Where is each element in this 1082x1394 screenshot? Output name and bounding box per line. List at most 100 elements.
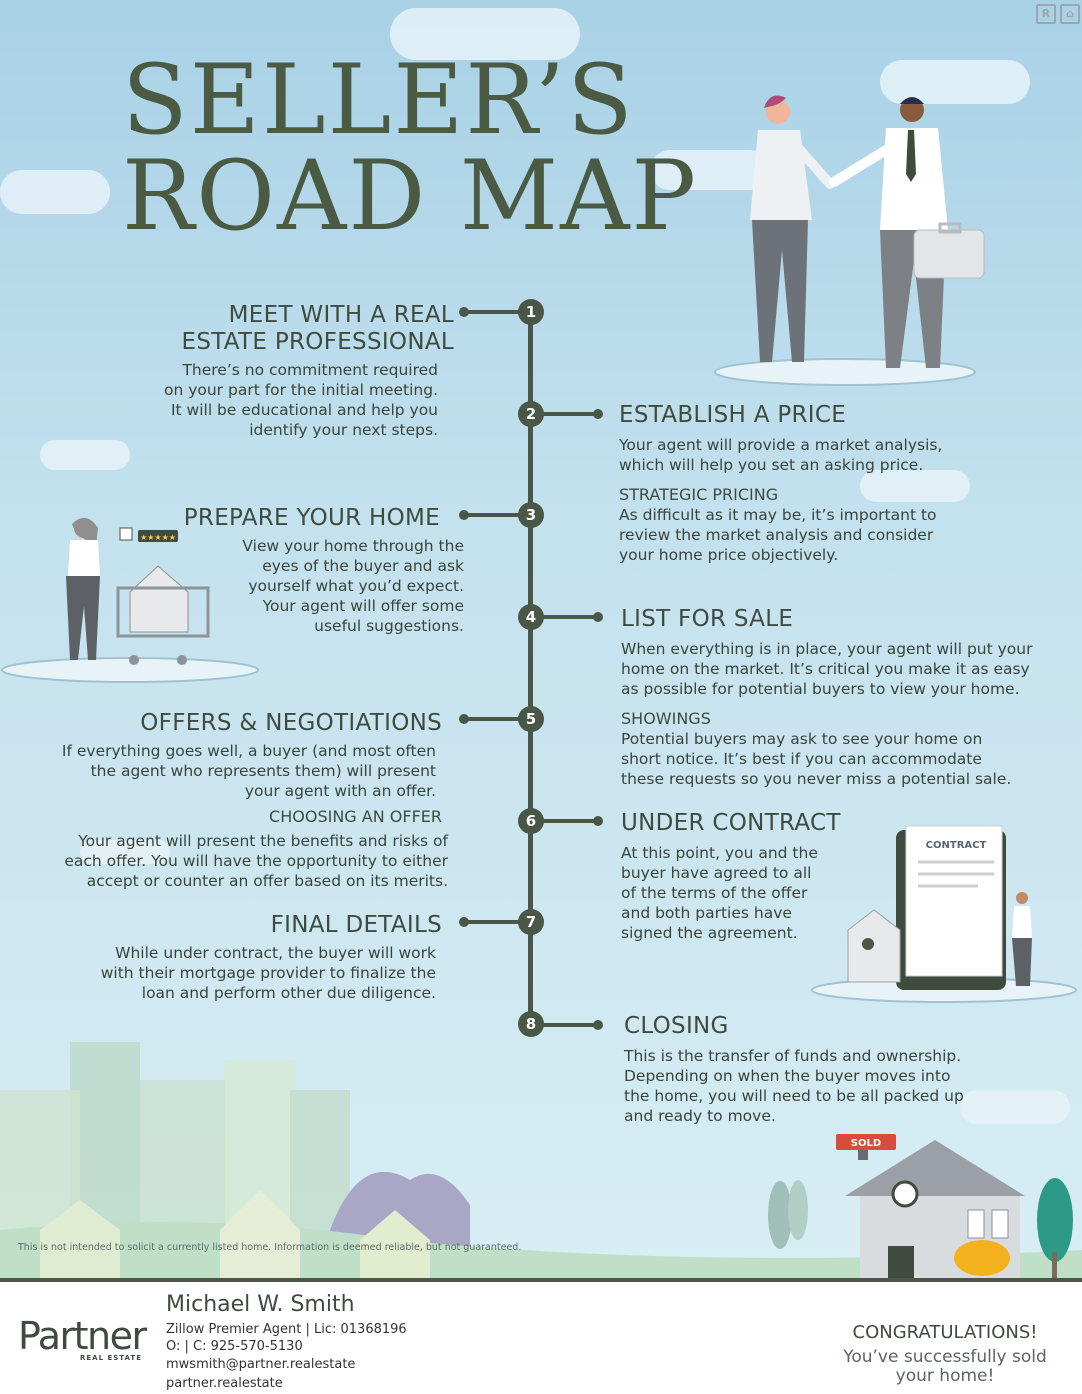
page-title: SELLER’S ROAD MAP: [122, 52, 698, 244]
platform-ellipse: [714, 358, 976, 386]
step-node-5: 5: [518, 706, 544, 732]
partner-logo: Partner: [18, 1314, 147, 1358]
step-node-3: 3: [518, 502, 544, 528]
body-line: Your agent will present the benefits and…: [78, 832, 448, 850]
step-5-subbody: Your agent will present the benefits and…: [40, 831, 448, 891]
step-2-subbody: As difficult as it may be, it’s importan…: [619, 505, 979, 565]
realtor-badge: R: [1036, 4, 1056, 24]
agent-email[interactable]: mwsmith@partner.realestate: [166, 1357, 356, 1372]
body-line: and ready to move.: [624, 1107, 776, 1125]
body-line: buyer have agreed to all: [621, 864, 812, 882]
connector-7: [466, 920, 522, 924]
step-node-1: 1: [518, 299, 544, 325]
step-1-heading-line-2: ESTATE PROFESSIONAL: [181, 329, 454, 355]
body-line: View your home through the: [242, 537, 464, 555]
body-line: If everything goes well, a buyer (and mo…: [61, 742, 436, 760]
cloud: [960, 1090, 1070, 1124]
body-line: Your agent will offer some: [262, 597, 464, 615]
shopping-home-illustration: ★★★★★: [1, 517, 259, 683]
body-line: the home, you will need to be all packed…: [624, 1087, 964, 1105]
body-line: and both parties have: [621, 904, 792, 922]
step-2-body: Your agent will provide a market analysi…: [619, 435, 979, 475]
step-8: CLOSING This is the transfer of funds an…: [624, 1013, 984, 1126]
body-line: Depending on when the buyer moves into: [624, 1067, 951, 1085]
agent-phone[interactable]: O: | C: 925-570-5130: [166, 1339, 303, 1354]
connector-dot-3: [459, 510, 469, 520]
body-line: eyes of the buyer and ask: [262, 557, 464, 575]
step-3-body: View your home through the eyes of the b…: [150, 536, 464, 636]
body-line: each offer. You will have the opportunit…: [64, 852, 448, 870]
partner-logo-subtext: REAL ESTATE: [80, 1354, 142, 1362]
body-line: There’s no commitment required: [182, 361, 438, 379]
body-line: your home price objectively.: [619, 546, 839, 564]
body-line: When everything is in place, your agent …: [621, 640, 1033, 658]
body-line: signed the agreement.: [621, 924, 798, 942]
body-line: these requests so you never miss a poten…: [621, 770, 1012, 788]
footer-divider: [0, 1278, 1082, 1282]
body-line: as possible for potential buyers to view…: [621, 680, 1020, 698]
body-line: on your part for the initial meeting.: [163, 381, 438, 399]
footer: Partner REAL ESTATE Michael W. Smith Zil…: [0, 1282, 1082, 1394]
step-5: OFFERS & NEGOTIATIONS If everything goes…: [40, 710, 448, 891]
contract-label: CONTRACT: [926, 840, 987, 851]
connector-dot-7: [459, 917, 469, 927]
disclaimer-text: This is not intended to solicit a curren…: [18, 1242, 522, 1253]
step-node-8: 8: [518, 1011, 544, 1037]
body-line: loan and perform other due diligence.: [141, 984, 436, 1002]
body-line: Your agent will provide a market analysi…: [619, 436, 943, 454]
step-2-subheading: STRATEGIC PRICING: [619, 485, 779, 504]
body-line: review the market analysis and consider: [619, 526, 934, 544]
connector-dot-1: [459, 307, 469, 317]
step-3: PREPARE YOUR HOME View your home through…: [150, 505, 464, 636]
body-line: your agent with an offer.: [244, 782, 436, 800]
body-line: short notice. It’s best if you can accom…: [621, 750, 982, 768]
congrats-line-1: You’ve successfully sold: [843, 1347, 1047, 1367]
body-line: yourself what you’d expect.: [248, 577, 464, 595]
step-4-body: When everything is in place, your agent …: [621, 639, 1041, 699]
step-5-subheading: CHOOSING AN OFFER: [269, 807, 442, 826]
step-7: FINAL DETAILS While under contract, the …: [90, 912, 442, 1003]
timeline-spine: [528, 312, 533, 1024]
connector-dot-8: [593, 1020, 603, 1030]
step-2: ESTABLISH A PRICE Your agent will provid…: [619, 402, 979, 565]
step-7-heading: FINAL DETAILS: [270, 912, 442, 938]
body-line: home on the market. It’s critical you ma…: [621, 660, 1030, 678]
connector-2: [540, 412, 596, 416]
title-line-2: ROAD MAP: [122, 140, 699, 252]
body-line: While under contract, the buyer will wor…: [115, 944, 436, 962]
contract-illustration: CONTRACT: [811, 825, 1077, 1003]
agent-title: Zillow Premier Agent | Lic: 01368196: [166, 1322, 407, 1337]
cloud: [390, 8, 580, 60]
step-4-subbody: Potential buyers may ask to see your hom…: [621, 729, 1041, 789]
step-1-heading-line-1: MEET WITH A REAL: [228, 302, 454, 328]
connector-3: [466, 513, 522, 517]
step-node-7: 7: [518, 909, 544, 935]
step-1: MEET WITH A REAL ESTATE PROFESSIONAL The…: [130, 302, 454, 440]
body-line: with their mortgage provider to finalize…: [100, 964, 436, 982]
connector-6: [540, 819, 596, 823]
connector-8: [540, 1023, 596, 1027]
step-6: UNDER CONTRACT At this point, you and th…: [621, 810, 871, 943]
title-line-1: SELLER’S: [122, 44, 635, 156]
body-line: Potential buyers may ask to see your hom…: [621, 730, 983, 748]
cloud: [80, 840, 170, 864]
step-8-body: This is the transfer of funds and owners…: [624, 1046, 984, 1126]
body-line: identify your next steps.: [249, 421, 438, 439]
step-node-4: 4: [518, 604, 544, 630]
connector-dot-2: [593, 409, 603, 419]
cloud: [40, 440, 130, 470]
step-7-body: While under contract, the buyer will wor…: [90, 943, 436, 1003]
agent-website[interactable]: partner.realestate: [166, 1376, 283, 1391]
step-1-body: There’s no commitment required on your p…: [130, 360, 438, 440]
congrats-message: You’ve successfully sold your home!: [826, 1348, 1064, 1386]
step-3-heading: PREPARE YOUR HOME: [183, 505, 440, 531]
congrats-line-2: your home!: [895, 1366, 995, 1386]
city-skyline-illustration: SOLD: [0, 1042, 1082, 1280]
step-2-heading: ESTABLISH A PRICE: [619, 402, 847, 428]
step-5-heading: OFFERS & NEGOTIATIONS: [140, 710, 442, 736]
body-line: accept or counter an offer based on its …: [86, 872, 448, 890]
step-5-body: If everything goes well, a buyer (and mo…: [40, 741, 436, 801]
handshake-illustration: [714, 95, 985, 386]
agent-name: Michael W. Smith: [166, 1292, 355, 1317]
step-4: LIST FOR SALE When everything is in plac…: [621, 606, 1041, 789]
